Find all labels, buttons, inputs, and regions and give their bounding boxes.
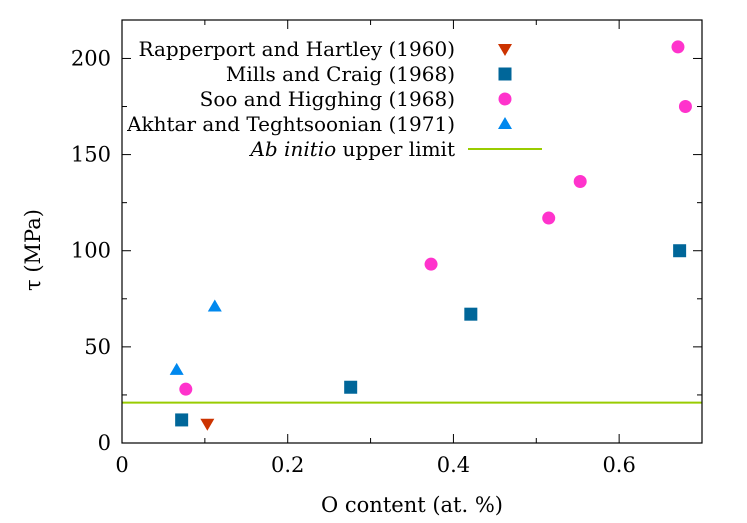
- y-tick-label: 150: [71, 143, 111, 167]
- data-point-series-0: [200, 418, 215, 431]
- legend-label-series-2: Soo and Higghing (1968): [200, 87, 455, 111]
- data-point-series-2: [573, 175, 587, 189]
- legend-label-series-1: Mills and Craig (1968): [226, 62, 455, 86]
- data-point-series-2: [424, 257, 438, 271]
- legend-label-rest-part: upper limit: [336, 137, 455, 161]
- data-point-series-1: [464, 307, 478, 321]
- legend-marker-series-0: [498, 44, 512, 56]
- data-point-series-2: [542, 211, 556, 225]
- data-point-series-1: [175, 413, 189, 427]
- legend-marker-series-2: [498, 92, 512, 106]
- x-axis-label: O content (at. %): [321, 493, 503, 517]
- y-tick-label: 0: [98, 431, 111, 455]
- legend-label-reference-line: Ab initio upper limit: [248, 137, 455, 161]
- legend-label-series-3: Akhtar and Teghtsoonian (1971): [126, 112, 455, 136]
- x-tick-label: 0.4: [437, 453, 470, 477]
- data-point-series-2: [179, 382, 193, 396]
- legend-label-italic-part: Ab initio: [248, 137, 336, 161]
- x-tick-label: 0.6: [602, 453, 635, 477]
- y-tick-label: 50: [84, 335, 111, 359]
- x-tick-label: 0.2: [271, 453, 304, 477]
- plot-frame: [121, 19, 703, 444]
- data-point-series-2: [671, 40, 685, 54]
- legend-label-series-0: Rapperport and Hartley (1960): [138, 37, 455, 61]
- x-tick-label: 0: [115, 453, 128, 477]
- ticks-layer: 0 0.2 0.4 0.6 0 50 100 150 200: [71, 20, 702, 477]
- y-tick-label: 200: [71, 46, 111, 70]
- legend-marker-series-3: [498, 117, 512, 129]
- data-point-series-3: [207, 299, 222, 312]
- axes-layer: [121, 19, 703, 444]
- legend-marker-series-1: [498, 67, 512, 81]
- data-point-series-1: [344, 380, 358, 394]
- y-axis-label: τ (MPa): [21, 209, 45, 291]
- data-point-series-3: [169, 362, 184, 375]
- data-points-layer: [169, 40, 692, 431]
- data-point-series-2: [678, 100, 692, 114]
- y-tick-label: 100: [71, 239, 111, 263]
- legend: Rapperport and Hartley (1960)Mills and C…: [126, 37, 542, 161]
- data-point-series-1: [673, 244, 687, 258]
